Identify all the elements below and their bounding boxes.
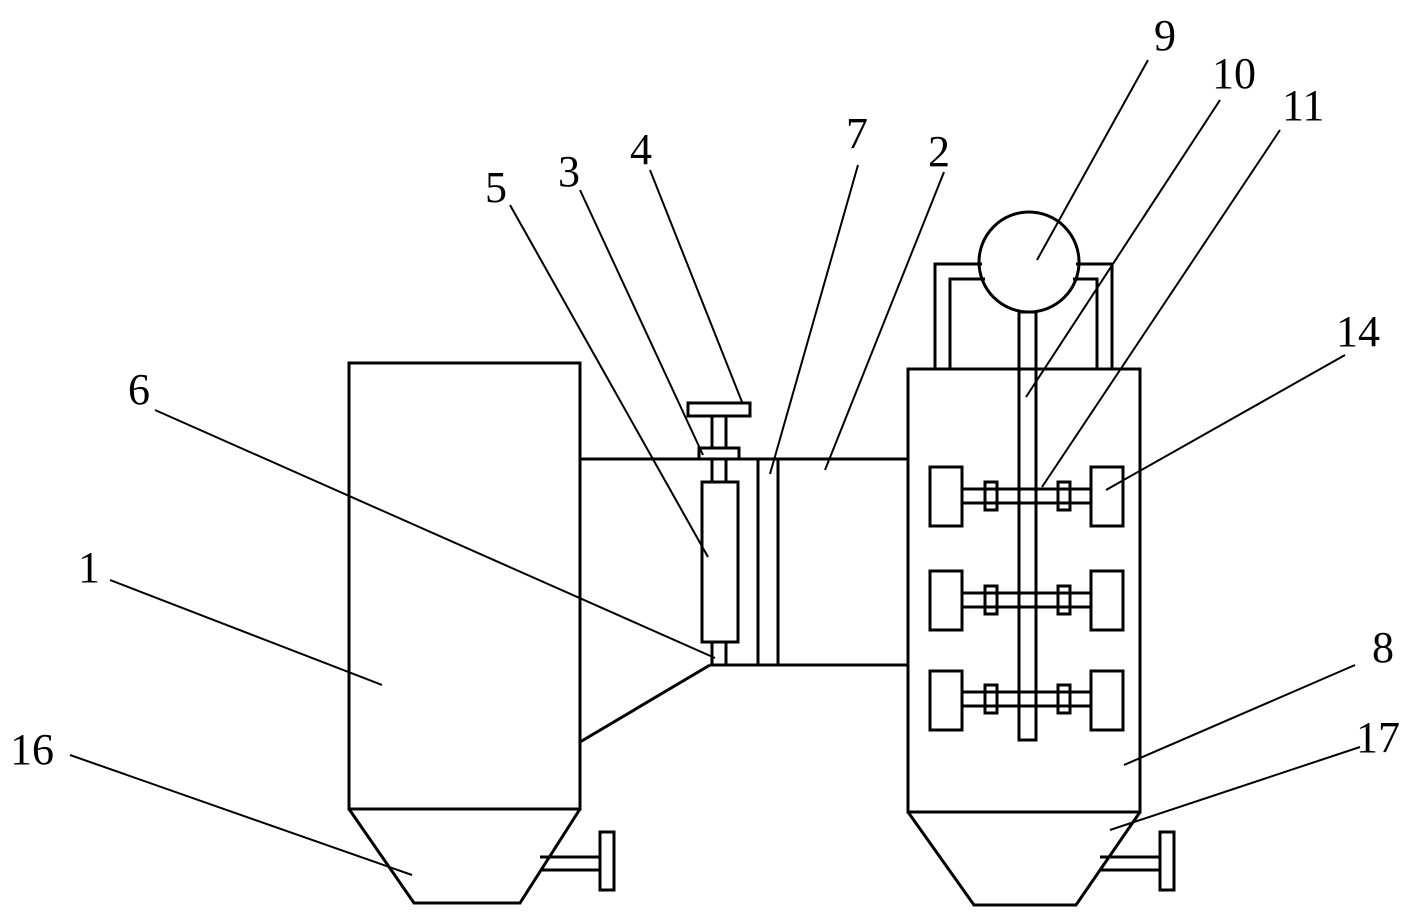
label-14: 14 [1336, 307, 1380, 356]
label-7: 7 [846, 109, 868, 158]
label-5: 5 [485, 163, 507, 212]
label-17: 17 [1356, 713, 1400, 762]
label-11: 11 [1282, 81, 1324, 130]
part-labels: 1 2 3 4 5 6 7 8 9 10 11 14 16 17 [10, 11, 1400, 774]
label-2: 2 [928, 127, 950, 176]
label-8: 8 [1372, 623, 1394, 672]
leader-lines [69, 59, 1361, 876]
connecting-duct [579, 457, 908, 744]
label-9: 9 [1154, 11, 1176, 60]
label-1: 1 [78, 543, 100, 592]
label-16: 16 [10, 725, 54, 774]
right-discharge-valve [1100, 830, 1176, 892]
stirring-blades [928, 465, 1125, 732]
label-3: 3 [558, 147, 580, 196]
shaft [1017, 310, 1038, 742]
left-discharge-valve [540, 830, 616, 892]
left-tank [347, 361, 582, 905]
right-tank [906, 367, 1142, 907]
label-4: 4 [630, 125, 652, 174]
label-10: 10 [1212, 49, 1256, 98]
label-6: 6 [128, 365, 150, 414]
valve-assembly [686, 401, 752, 665]
motor [933, 210, 1114, 369]
